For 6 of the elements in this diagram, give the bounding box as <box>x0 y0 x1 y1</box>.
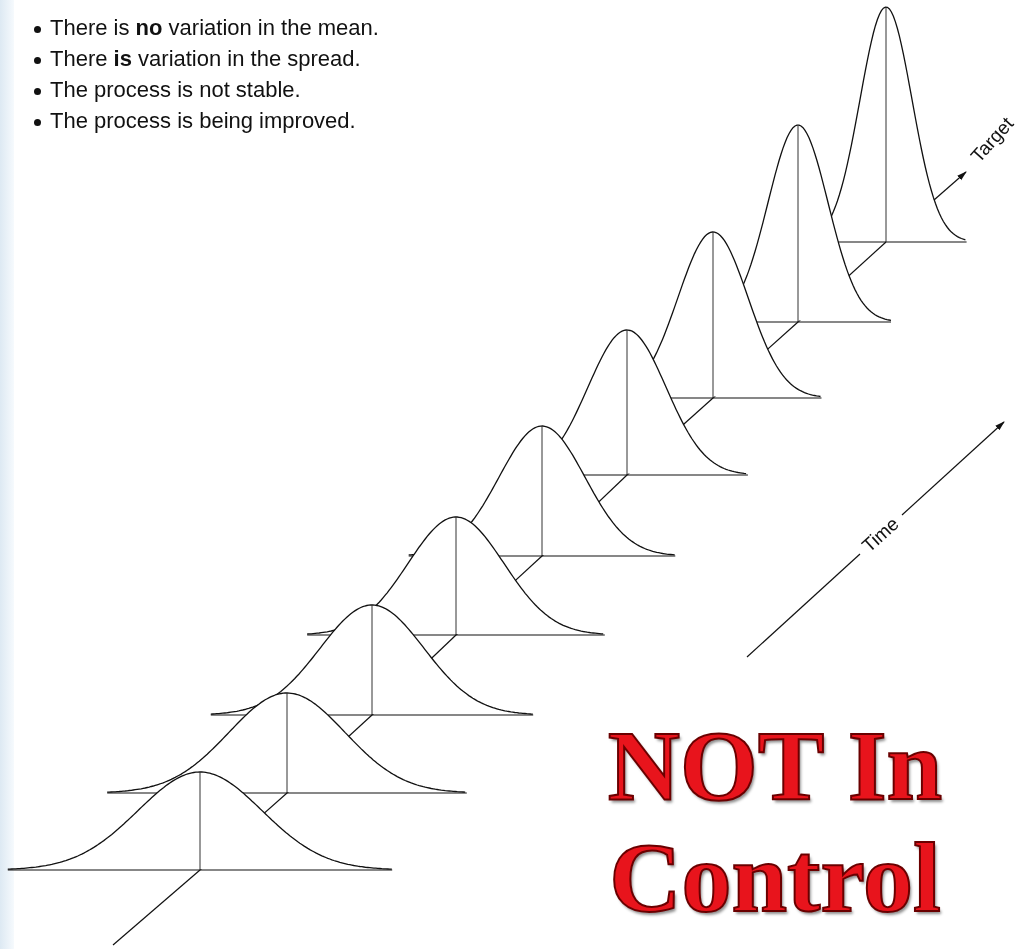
axis-label: Time <box>857 512 904 558</box>
heading-text: NOT In Control <box>606 710 944 934</box>
bullet-text: There is no variation in the mean. <box>32 14 379 42</box>
bullet-text: The process is being improved. <box>32 107 356 135</box>
bullet-text: The process is not stable. <box>32 76 301 104</box>
bullet-text: There is variation in the spread. <box>32 45 361 73</box>
